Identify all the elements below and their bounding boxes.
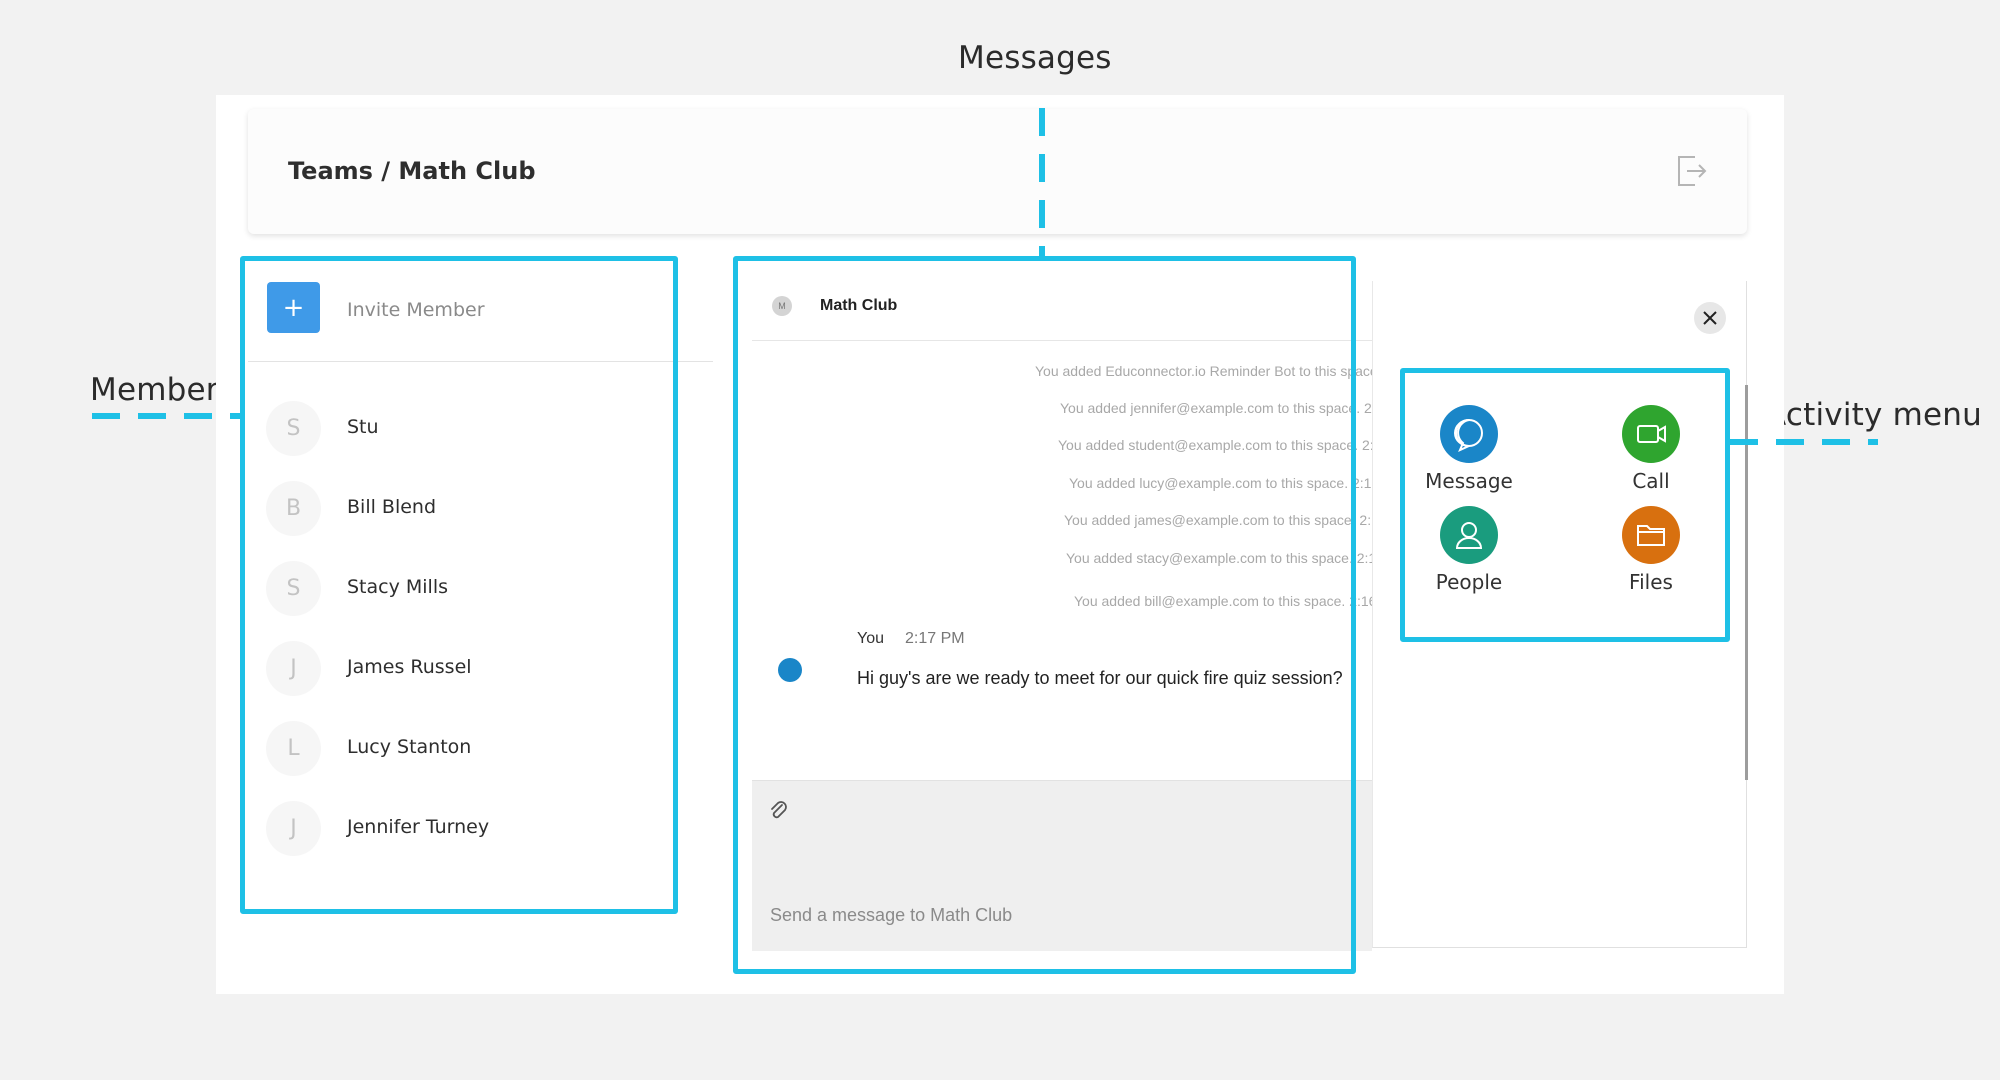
invite-member-button[interactable]: + (267, 282, 320, 333)
folder-icon (1622, 506, 1680, 564)
member-row[interactable]: J Jennifer Turney (266, 801, 646, 859)
system-message: You added lucy@example.com to this space… (1069, 475, 1372, 491)
activity-connector (1730, 439, 1878, 445)
system-message: You added james@example.com to this spac… (1064, 512, 1372, 528)
annotation-activity-menu-label: Activity menu (1765, 397, 1982, 433)
activity-label: Files (1629, 570, 1673, 594)
message-composer[interactable] (752, 780, 1372, 951)
avatar: L (266, 721, 321, 776)
activity-call-button[interactable]: Call (1576, 405, 1726, 505)
member-name: Jennifer Turney (347, 816, 490, 838)
activity-people-button[interactable]: People (1394, 506, 1544, 606)
system-message: You added jennifer@example.com to this s… (1060, 400, 1372, 416)
system-message: You added bill@example.com to this space… (1074, 593, 1372, 609)
message-input[interactable]: Send a message to Math Club (770, 905, 1013, 925)
annotation-members-label: Members (90, 372, 236, 408)
avatar: S (266, 401, 321, 456)
activity-label: People (1435, 570, 1503, 594)
system-message: You added student@example.com to this sp… (1058, 437, 1372, 453)
messages-connector (1039, 108, 1045, 256)
avatar: J (266, 641, 321, 696)
activity-message-button[interactable]: Message (1394, 405, 1544, 505)
space-name: Math Club (820, 297, 898, 314)
chat-bubble-icon (778, 658, 802, 682)
member-name: Lucy Stanton (347, 736, 472, 758)
page-title: Teams / Math Club (288, 157, 536, 185)
message-body-clip: Hi guy's are we ready to meet for our qu… (752, 660, 1352, 700)
system-messages: You added Educonnector.io Reminder Bot t… (752, 355, 1372, 615)
close-button[interactable] (1694, 302, 1726, 334)
member-row[interactable]: B Bill Blend (266, 481, 646, 539)
system-message: You added stacy@example.com to this spac… (1066, 550, 1372, 566)
avatar: J (266, 801, 321, 856)
person-icon (1440, 506, 1498, 564)
annotation-messages-label: Messages (958, 40, 1112, 76)
message-sender: You (857, 630, 884, 647)
side-panel-scrollbar[interactable] (1745, 385, 1748, 780)
members-connector (92, 413, 240, 419)
activity-side-panel (1372, 281, 1747, 948)
member-name: Stacy Mills (347, 576, 449, 598)
paperclip-icon[interactable] (768, 800, 790, 822)
invite-member-label[interactable]: Invite Member (347, 299, 485, 321)
message-text: Hi guy's are we ready to meet for our qu… (857, 668, 1343, 688)
video-camera-icon (1622, 405, 1680, 463)
avatar: S (266, 561, 321, 616)
activity-label: Message (1425, 469, 1513, 493)
system-message: You added Educonnector.io Reminder Bot t… (1035, 363, 1372, 379)
member-name: Bill Blend (347, 496, 437, 518)
close-icon (1703, 311, 1717, 325)
activity-files-button[interactable]: Files (1576, 506, 1726, 606)
member-row[interactable]: S Stu (266, 401, 646, 459)
member-row[interactable]: J James Russel (266, 641, 646, 699)
messages-header-divider (752, 340, 1372, 341)
message-time: 2:17 PM (905, 630, 965, 647)
members-divider (248, 361, 713, 362)
member-name: Stu (347, 416, 379, 438)
exit-icon[interactable] (1671, 151, 1711, 191)
activity-label: Call (1632, 469, 1670, 493)
member-name: James Russel (347, 656, 472, 678)
member-row[interactable]: S Stacy Mills (266, 561, 646, 619)
member-row[interactable]: L Lucy Stanton (266, 721, 646, 779)
space-avatar: M (772, 296, 792, 316)
avatar: B (266, 481, 321, 536)
page-header: Teams / Math Club (248, 109, 1747, 234)
message-icon (1440, 405, 1498, 463)
